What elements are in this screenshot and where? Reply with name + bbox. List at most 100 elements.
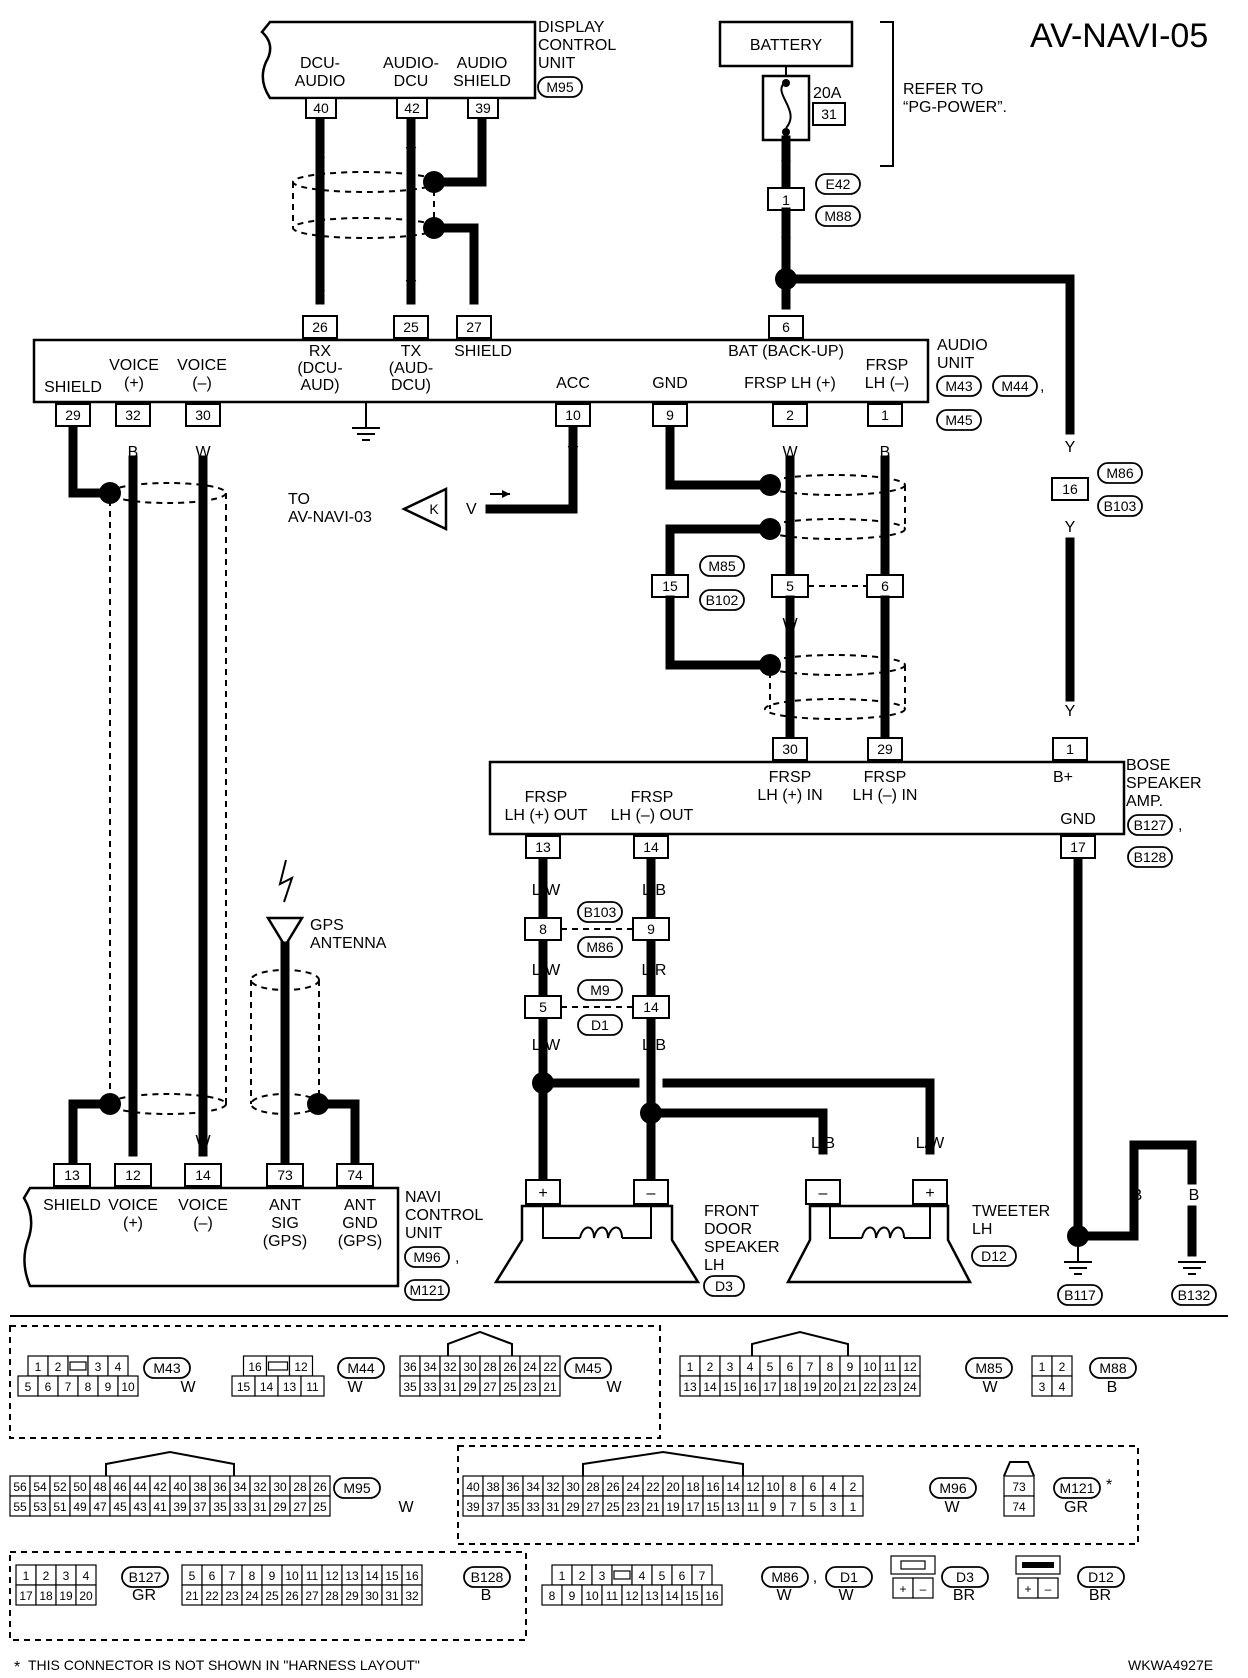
- footnote-asterisk: *: [14, 1659, 20, 1676]
- pin-audio-10: 10: [555, 403, 591, 427]
- connector-m86-bplus: M86: [1106, 465, 1133, 481]
- cavity-m86-6: 6: [679, 1569, 686, 1583]
- wire-color-b-gnd-4: B: [1189, 1187, 1200, 1204]
- display-unit-title-3: UNIT: [538, 55, 576, 72]
- cavity-b127-4: 4: [83, 1569, 90, 1583]
- svg-text:,: ,: [1040, 378, 1044, 395]
- pin-amp-13: 13: [525, 835, 561, 859]
- cavity-m95-26: 26: [313, 1480, 327, 1494]
- wire-color-lb-tweeter: L/B: [811, 1135, 835, 1152]
- cavity-m85-23: 23: [883, 1380, 897, 1394]
- cavity-m96-1: 1: [850, 1500, 857, 1514]
- frsp-in-minus-label-1: FRSP: [864, 769, 907, 786]
- wire-color-b-frsp-2: B: [880, 616, 891, 633]
- audio-shield-label-1: AUDIO: [457, 55, 508, 72]
- cavity-m96-25: 25: [606, 1500, 620, 1514]
- cavity-m121-73: 73: [1012, 1480, 1026, 1494]
- cavity-m95-46: 46: [113, 1480, 127, 1494]
- wires-speaker: L/W L/B 8 9 B103 M86 L/W L/R 5 14 M9 D1 …: [524, 857, 945, 1213]
- svg-text:25: 25: [403, 319, 419, 335]
- pin-display-39: 39: [467, 97, 499, 119]
- cavity-m95-34: 34: [233, 1480, 247, 1494]
- face-color-b128: B: [481, 1587, 492, 1604]
- cavity-m96-13: 13: [726, 1500, 740, 1514]
- svg-text:12: 12: [125, 1167, 141, 1183]
- cavity-m96-6: 6: [810, 1480, 817, 1494]
- cavity-m86-14: 14: [665, 1589, 679, 1603]
- pin-m9-14: 14: [643, 999, 659, 1015]
- cavity-b127-17: 17: [19, 1589, 33, 1603]
- pin-audio-30: 30: [185, 403, 221, 427]
- display-control-unit: DISPLAY CONTROL UNIT M95 DCU- AUDIO AUDI…: [260, 19, 616, 119]
- audio-connector-m43: M43: [945, 378, 972, 394]
- navi-title-2: CONTROL: [405, 1207, 483, 1224]
- frsp-lh-minus-label-1: FRSP: [866, 357, 909, 374]
- face-color-m121: GR: [1064, 1499, 1088, 1516]
- cavity-m95-25: 25: [313, 1500, 327, 1514]
- wires-frsp: W B 15 5 6 M85 B102 W B: [651, 425, 906, 740]
- cavity-m85-20: 20: [823, 1380, 837, 1394]
- cavity-m96-34: 34: [526, 1480, 540, 1494]
- cavity-m96-11: 11: [747, 1500, 760, 1514]
- cavity-b128-7: 7: [229, 1569, 236, 1583]
- cavity-m96-10: 10: [766, 1480, 780, 1494]
- svg-text:32: 32: [125, 407, 141, 423]
- audio-unit-title-1: AUDIO: [937, 337, 988, 354]
- cavity-m45-21: 21: [543, 1380, 557, 1394]
- cavity-m43-4: 4: [115, 1360, 122, 1374]
- cavity-m44-16: 16: [248, 1360, 262, 1374]
- tweeter-title-2: LH: [972, 1221, 992, 1238]
- svg-text:42: 42: [404, 100, 420, 116]
- svg-text:39: 39: [475, 100, 491, 116]
- wire-color-v-1: V: [406, 145, 417, 162]
- cavity-b128-30: 30: [365, 1589, 379, 1603]
- face-id-m86: M86: [771, 1569, 798, 1585]
- cavity-b128-14: 14: [365, 1569, 379, 1583]
- cavity-b128-23: 23: [225, 1589, 239, 1603]
- wires-voice: B W B W: [68, 425, 227, 1165]
- ground-b132: B132: [1178, 1287, 1211, 1303]
- cavity-m85-5: 5: [767, 1360, 774, 1374]
- cavity-m43-10: 10: [121, 1380, 135, 1394]
- cavity-m45-23: 23: [523, 1380, 537, 1394]
- refer-to-line-2: “PG-POWER”.: [903, 99, 1007, 116]
- pin-b103-8: 8: [539, 921, 547, 937]
- connector-m88: M88: [824, 208, 851, 224]
- svg-text:6: 6: [782, 319, 790, 335]
- cavity-m96-35: 35: [506, 1500, 520, 1514]
- wire-color-b-gnd-1: B: [1073, 884, 1084, 901]
- cavity-m85-22: 22: [863, 1380, 877, 1394]
- wire-battery: 1 E42 M88 Y Y: [767, 135, 1075, 435]
- front-speaker-title-3: SPEAKER: [704, 1239, 780, 1256]
- battery-section: BATTERY 20A 31 REFER TO “PG-POWER”.: [718, 20, 1007, 167]
- cavity-m96-33: 33: [526, 1500, 540, 1514]
- flag-k: K: [429, 501, 439, 517]
- cavity-m86-11: 11: [606, 1589, 619, 1603]
- figure-code: WKWA4927E: [1128, 1657, 1213, 1673]
- cavity-m95-30: 30: [273, 1480, 287, 1494]
- cavity-m95-45: 45: [113, 1500, 127, 1514]
- svg-text:40: 40: [313, 100, 329, 116]
- pin-b103-9: 9: [647, 921, 655, 937]
- cavity-m85-17: 17: [763, 1380, 777, 1394]
- cavity-m43-3: 3: [95, 1360, 102, 1374]
- face-color-m88: B: [1107, 1379, 1118, 1396]
- face-color-d12: BR: [1089, 1587, 1111, 1604]
- cavity-b127-2: 2: [43, 1569, 50, 1583]
- navi-title-1: NAVI: [405, 1189, 441, 1206]
- cavity-m95-37: 37: [193, 1500, 207, 1514]
- cavity-m96-40: 40: [466, 1480, 480, 1494]
- svg-text:14: 14: [195, 1167, 211, 1183]
- rx-label-1: RX: [309, 343, 332, 360]
- frsp-in-plus-label-1: FRSP: [769, 769, 812, 786]
- wire-color-y-bplus-1: Y: [1065, 439, 1076, 456]
- face-color-m45: W: [606, 1379, 622, 1396]
- connector-d1: D1: [591, 1017, 609, 1033]
- display-unit-title-2: CONTROL: [538, 37, 616, 54]
- display-unit-title-1: DISPLAY: [538, 19, 605, 36]
